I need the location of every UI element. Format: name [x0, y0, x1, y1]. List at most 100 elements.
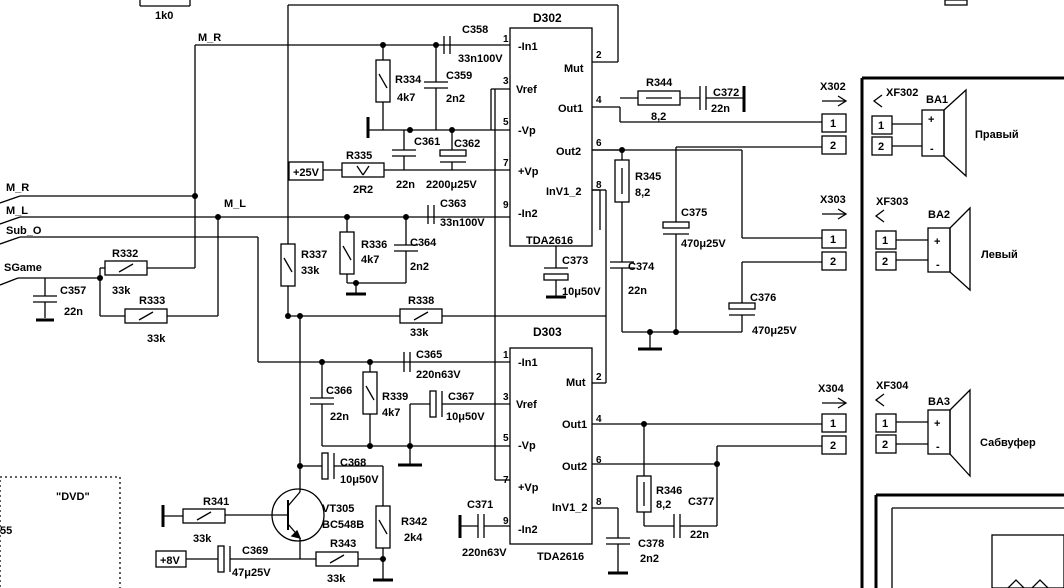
svg-text:1: 1: [830, 118, 836, 130]
svg-text:-Vp: -Vp: [518, 440, 536, 452]
svg-text:C375: C375: [681, 207, 707, 219]
svg-text:C374: C374: [628, 261, 655, 273]
svg-text:Out2: Out2: [556, 146, 581, 158]
svg-text:C365: C365: [416, 349, 442, 361]
svg-text:R337: R337: [301, 249, 327, 261]
svg-text:X302: X302: [820, 81, 846, 93]
svg-text:1: 1: [882, 418, 888, 430]
net-m-r-top: M_R: [198, 32, 221, 44]
svg-text:4k7: 4k7: [361, 254, 379, 266]
svg-text:2n2: 2n2: [410, 261, 429, 273]
svg-text:1: 1: [830, 234, 836, 246]
net-sgame: SGame: [4, 262, 42, 274]
svg-text:2: 2: [878, 141, 884, 153]
svg-text:Mut: Mut: [566, 377, 586, 389]
svg-text:+Vp: +Vp: [518, 482, 539, 494]
top-right-fragment: [944, 0, 968, 6]
svg-text:Mut: Mut: [564, 63, 584, 75]
svg-text:C377: C377: [688, 496, 714, 508]
vt305: VT305 BC548B: [225, 470, 364, 556]
net-m-l: M_L: [6, 205, 28, 217]
svg-text:1: 1: [878, 120, 884, 132]
svg-text:4: 4: [596, 414, 602, 425]
svg-text:9: 9: [503, 200, 509, 211]
svg-text:Правый: Правый: [975, 129, 1019, 141]
svg-text:R344: R344: [646, 77, 673, 89]
svg-text:2R2: 2R2: [353, 184, 373, 196]
svg-text:-In1: -In1: [518, 357, 538, 369]
svg-text:+Vp: +Vp: [518, 166, 539, 178]
connector-x302: X302 1 2: [820, 81, 848, 155]
svg-text:4k7: 4k7: [382, 407, 400, 419]
svg-text:6: 6: [596, 138, 602, 149]
svg-text:470μ25V: 470μ25V: [752, 325, 797, 337]
svg-text:2k4: 2k4: [404, 532, 423, 544]
speaker-ba2: XF303 1 2 + - BA2 Левый: [874, 196, 1018, 292]
svg-text:C378: C378: [638, 538, 664, 550]
svg-text:C358: C358: [462, 24, 488, 36]
svg-text:BA3: BA3: [928, 396, 950, 408]
svg-text:8,2: 8,2: [635, 187, 650, 199]
svg-text:Сабвуфер: Сабвуфер: [980, 437, 1036, 449]
c369-r343: +8V C369 47μ25V R343 33k: [155, 538, 383, 585]
svg-text:220n63V: 220n63V: [462, 547, 507, 559]
svg-text:R334: R334: [395, 74, 422, 86]
svg-text:4k7: 4k7: [397, 92, 415, 104]
svg-text:2200μ25V: 2200μ25V: [426, 179, 477, 191]
svg-text:R335: R335: [346, 150, 372, 162]
svg-text:X304: X304: [818, 383, 845, 395]
svg-text:33n100V: 33n100V: [458, 53, 503, 65]
svg-text:Out1: Out1: [562, 419, 587, 431]
svg-text:33k: 33k: [147, 333, 166, 345]
svg-text:C361: C361: [414, 136, 440, 148]
dvd-block-fragment: "DVD" 55: [0, 476, 121, 588]
svg-text:2: 2: [596, 372, 602, 383]
edge-label: 55: [0, 525, 12, 537]
svg-text:R332: R332: [112, 248, 138, 260]
svg-text:XF302: XF302: [886, 87, 918, 99]
svg-text:VT305: VT305: [322, 503, 354, 515]
svg-text:2n2: 2n2: [446, 93, 465, 105]
svg-text:1: 1: [503, 350, 509, 361]
svg-text:2: 2: [830, 440, 836, 452]
svg-text:Vref: Vref: [516, 399, 537, 411]
net-sub-o: Sub_O: [6, 225, 42, 237]
svg-text:33k: 33k: [193, 533, 212, 545]
svg-text:22n: 22n: [396, 179, 415, 191]
power-25v: +25V: [293, 167, 320, 179]
svg-text:-In1: -In1: [518, 41, 538, 53]
svg-text:8: 8: [596, 497, 602, 508]
svg-text:1: 1: [830, 418, 836, 430]
svg-text:C373: C373: [562, 255, 588, 267]
svg-text:10μ50V: 10μ50V: [446, 411, 485, 423]
c357: C357 22n: [33, 285, 86, 322]
svg-text:-: -: [936, 441, 940, 453]
svg-text:4: 4: [596, 95, 602, 106]
svg-text:-Vp: -Vp: [518, 125, 536, 137]
svg-text:C367: C367: [448, 391, 474, 403]
svg-text:InV1_2: InV1_2: [552, 502, 587, 514]
svg-text:X303: X303: [820, 194, 846, 206]
speaker-ba3: XF304 1 2 + - BA3 Сабвуфер: [874, 380, 1036, 478]
svg-text:3: 3: [503, 392, 509, 403]
svg-text:Vref: Vref: [516, 84, 537, 96]
svg-text:8,2: 8,2: [651, 111, 666, 123]
svg-text:3: 3: [503, 76, 509, 87]
svg-text:-In2: -In2: [518, 208, 538, 220]
svg-text:C369: C369: [242, 545, 268, 557]
svg-text:2: 2: [882, 439, 888, 451]
svg-text:22n: 22n: [64, 306, 83, 318]
svg-text:7: 7: [503, 158, 509, 169]
net-m-l-mid: M_L: [224, 198, 246, 210]
svg-text:8,2: 8,2: [656, 499, 671, 511]
r-top-value: 1k0: [155, 10, 173, 22]
svg-text:R346: R346: [656, 485, 682, 497]
svg-text:R342: R342: [401, 516, 427, 528]
svg-text:BC548B: BC548B: [322, 519, 364, 531]
svg-text:33k: 33k: [112, 285, 131, 297]
svg-text:2: 2: [830, 140, 836, 152]
svg-text:C371: C371: [467, 499, 493, 511]
svg-text:R343: R343: [330, 538, 356, 550]
svg-text:TDA2616: TDA2616: [537, 551, 584, 563]
junctions: [97, 42, 720, 562]
